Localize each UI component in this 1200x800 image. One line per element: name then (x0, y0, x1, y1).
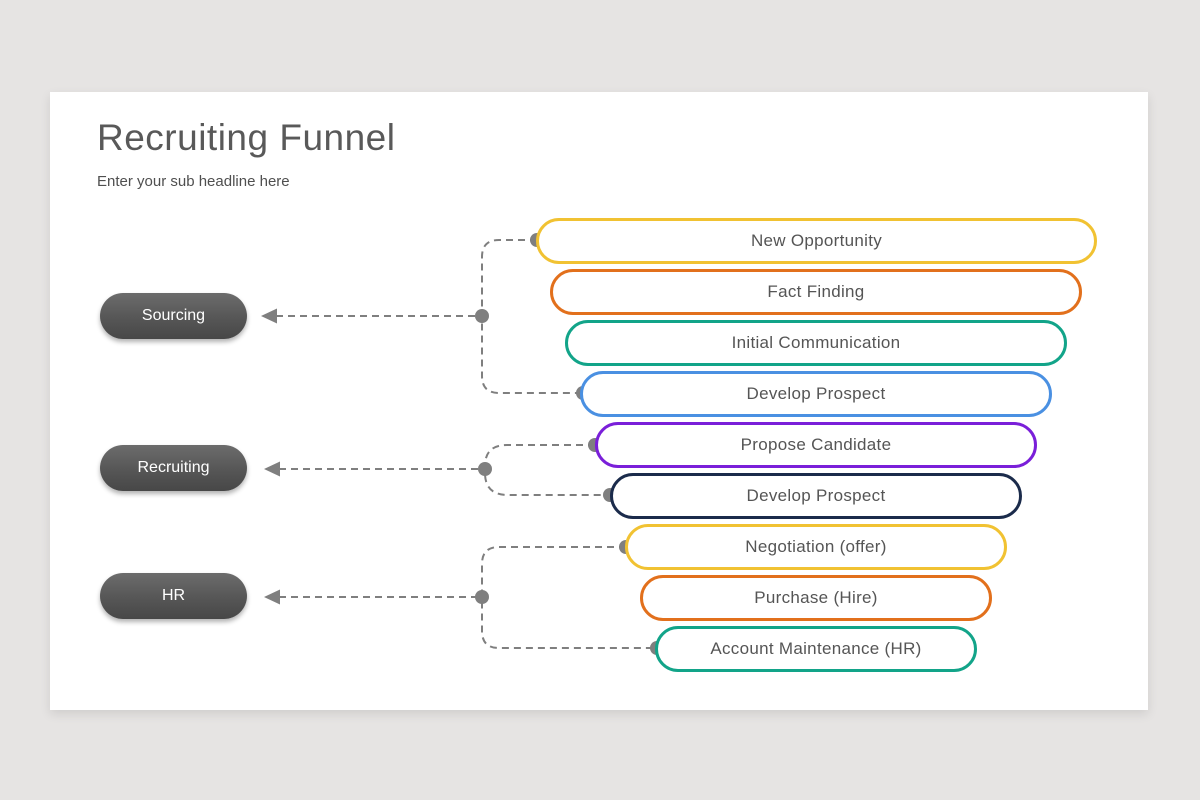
arrowhead-left-icon (261, 308, 277, 324)
stage-pill-propose-candidate: Propose Candidate (595, 422, 1037, 468)
page-subtitle: Enter your sub headline here (97, 173, 290, 190)
stage-label: Initial Communication (731, 333, 901, 352)
connector-hr (264, 540, 664, 655)
slide-card: Recruiting Funnel Enter your sub headlin… (50, 92, 1148, 710)
group-label: Sourcing (141, 307, 206, 324)
stage-pill-account-maintenance-hr: Account Maintenance (HR) (655, 626, 977, 672)
stage-label: Purchase (Hire) (754, 588, 878, 607)
stage-label: Propose Candidate (740, 435, 892, 454)
group-label: Recruiting (137, 459, 210, 476)
stage-label: Develop Prospect (746, 384, 886, 403)
connector-recruiting (264, 438, 617, 502)
stage-label: Develop Prospect (746, 486, 886, 505)
group-pill-recruiting: Recruiting (100, 445, 247, 491)
page-title: Recruiting Funnel (97, 117, 396, 158)
connector-sourcing (261, 233, 590, 400)
arrowhead-left-icon (264, 461, 280, 477)
stage-pill-initial-communication: Initial Communication (565, 320, 1067, 366)
stage-pill-fact-finding: Fact Finding (550, 269, 1082, 315)
group-label: HR (161, 587, 186, 604)
stage-label: New Opportunity (750, 231, 883, 250)
stage-label: Fact Finding (767, 282, 865, 301)
stage-label: Account Maintenance (HR) (710, 639, 922, 658)
stage-pill-purchase-hire: Purchase (Hire) (640, 575, 992, 621)
arrowhead-left-icon (264, 589, 280, 605)
stage-pill-negotiation-offer: Negotiation (offer) (625, 524, 1007, 570)
group-pill-hr: HR (100, 573, 247, 619)
stage-pill-new-opportunity: New Opportunity (536, 218, 1097, 264)
stage-pill-develop-prospect-2: Develop Prospect (610, 473, 1022, 519)
stage-pill-develop-prospect-1: Develop Prospect (580, 371, 1052, 417)
stage-label: Negotiation (offer) (745, 537, 887, 556)
group-pill-sourcing: Sourcing (100, 293, 247, 339)
